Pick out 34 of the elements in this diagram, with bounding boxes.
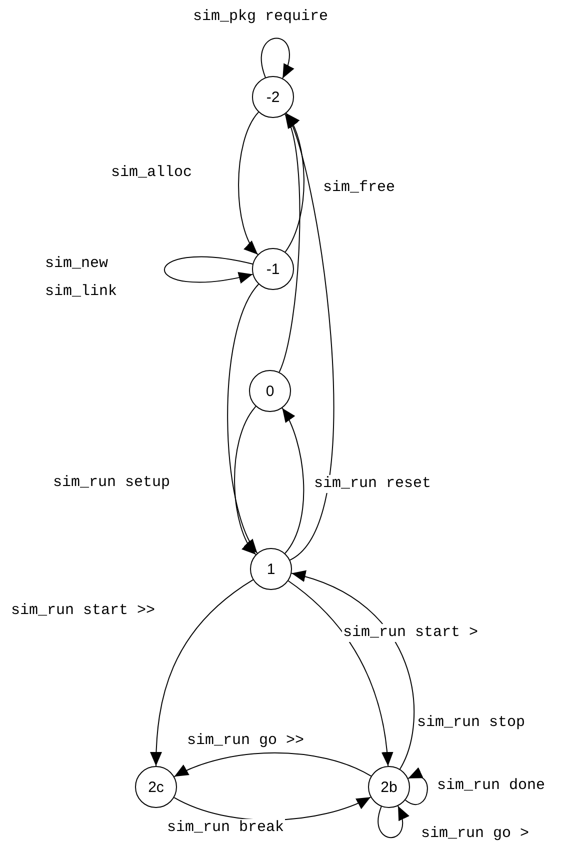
edge-label: sim_run go >> [186, 732, 306, 750]
transition-arrow [238, 112, 259, 256]
state-circle [249, 370, 291, 412]
edge-label: sim_run reset [313, 475, 432, 493]
state-label: 0 [266, 382, 274, 400]
edge-label: sim_run start > [342, 624, 480, 642]
state-circle [250, 548, 292, 590]
edge-label: sim_run go > [420, 825, 530, 843]
transition-arrow [234, 406, 256, 556]
state-circle [135, 766, 177, 808]
transition-arrow [227, 284, 260, 554]
state-label: 1 [266, 560, 276, 578]
transition-arrow [282, 408, 304, 554]
state-label: 2c [148, 778, 164, 796]
state-circle [252, 248, 294, 290]
transition-arrow [164, 256, 254, 284]
state-label: -2 [266, 88, 280, 106]
edge-label: sim_run stop [416, 714, 526, 732]
edge-label: sim_run setup [52, 474, 172, 492]
transition-arrow [174, 752, 372, 778]
transition-arrow [260, 38, 294, 79]
transition-arrow [284, 112, 304, 252]
transition-arrow [288, 580, 393, 767]
transition-arrow [278, 114, 300, 373]
transition-arrow [291, 571, 414, 770]
transition-arrow [150, 579, 254, 766]
state-label: 2b [380, 778, 398, 796]
edge-label: sim_pkg require [192, 8, 330, 26]
transition-arrow [286, 112, 334, 561]
state-circle [252, 76, 294, 118]
transition-arrow [404, 768, 428, 805]
transition-arrow [378, 805, 408, 838]
state-circle [368, 766, 410, 808]
state-label: -1 [266, 260, 280, 278]
